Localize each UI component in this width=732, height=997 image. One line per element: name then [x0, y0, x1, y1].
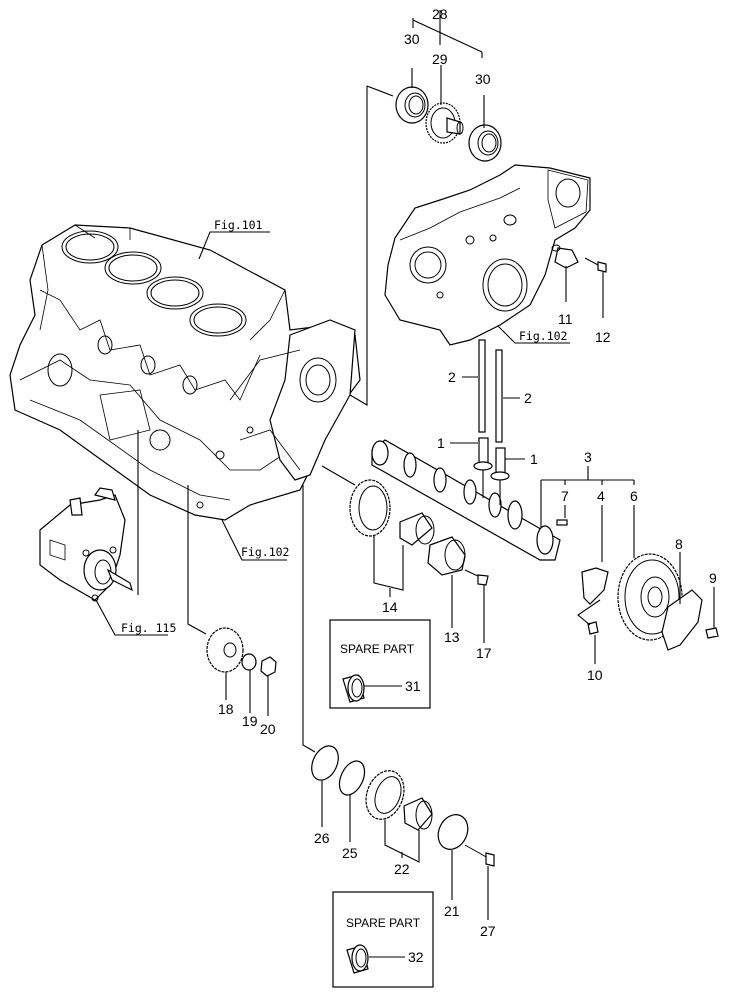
callout-7: 7: [561, 488, 569, 504]
callout-14: 14: [382, 599, 398, 615]
plate-26: [311, 745, 339, 781]
sensor-11: [551, 244, 579, 269]
callout-4: 4: [597, 488, 605, 504]
bolt-12: [584, 257, 607, 273]
callout-10: 10: [587, 667, 603, 683]
idler-gear-29: [425, 102, 464, 144]
fig-ref-102-block[interactable]: Fig.102: [241, 545, 289, 559]
flange-13: [427, 536, 466, 576]
callout-31: 31: [405, 678, 421, 694]
callout-11: 11: [558, 311, 573, 327]
plate-8: [661, 589, 703, 651]
gear-case-cover: [384, 164, 591, 346]
spare-part-box-32: SPARE PART: [332, 891, 434, 988]
callout-2: 2: [448, 369, 456, 385]
callout-6: 6: [630, 488, 638, 504]
key-7: [556, 519, 568, 526]
bearing-30-right: [468, 124, 502, 162]
push-rods-2: [478, 339, 503, 443]
callout-30: 30: [404, 31, 420, 47]
camshaft: [371, 439, 561, 561]
injection-pump: [39, 487, 133, 602]
callout-13: 13: [444, 629, 460, 645]
callout-20: 20: [260, 721, 276, 737]
thrust-plate-4: [581, 567, 609, 605]
callout-12: 12: [595, 329, 611, 345]
callout-2: 2: [524, 390, 532, 406]
bolt-9: [705, 627, 719, 639]
callout-22: 22: [394, 861, 410, 877]
callout-27: 27: [480, 923, 496, 939]
gear-14: [349, 479, 435, 546]
spare-part-box-31: SPARE PART: [329, 619, 431, 709]
callout-3: 3: [584, 449, 592, 465]
callout-1: 1: [530, 451, 538, 467]
leader-lines: [95, 10, 715, 920]
callouts: 28 30 29 30 11 12 2 2 1 1 3 7 4 6 8 9 10…: [218, 6, 717, 965]
callout-32: 32: [408, 949, 424, 965]
bolt-27: [464, 844, 495, 867]
nut-20: [260, 656, 277, 677]
figure-references: Fig.101 Fig.102 Fig.102 Fig. 115: [121, 218, 567, 635]
callout-30: 30: [475, 71, 491, 87]
callout-26: 26: [314, 830, 330, 846]
plate-25: [338, 760, 366, 796]
callout-18: 18: [218, 701, 234, 717]
fig-ref-101[interactable]: Fig.101: [214, 218, 263, 232]
callout-21: 21: [444, 903, 460, 919]
callout-17: 17: [476, 645, 492, 661]
gear-18: [206, 627, 244, 673]
gear-22: [365, 770, 433, 831]
washer-19: [241, 653, 257, 671]
bolt-17: [464, 569, 489, 586]
spare-part-title: SPARE PART: [346, 916, 421, 930]
spare-part-title: SPARE PART: [340, 642, 415, 656]
callout-29: 29: [432, 51, 448, 67]
fig-ref-115[interactable]: Fig. 115: [121, 621, 176, 635]
callout-25: 25: [342, 845, 358, 861]
callout-9: 9: [709, 570, 717, 586]
callout-1: 1: [437, 435, 445, 451]
tappets-1: [473, 437, 510, 481]
flange-21: [437, 814, 469, 850]
callout-8: 8: [675, 536, 683, 552]
callout-28: 28: [432, 6, 448, 22]
callout-19: 19: [242, 713, 258, 729]
bolt-10: [587, 621, 599, 635]
fig-ref-102-cover[interactable]: Fig.102: [519, 329, 567, 343]
engine-block: [9, 224, 361, 521]
bearing-30-left: [395, 86, 429, 124]
